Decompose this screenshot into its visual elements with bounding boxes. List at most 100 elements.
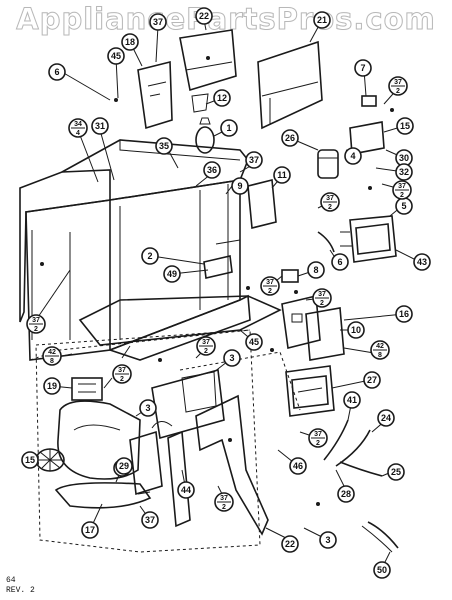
fraction-callout-37-2: 372: [392, 180, 412, 200]
control-board: [281, 295, 321, 349]
callout-21: 21: [313, 11, 331, 29]
callout-16: 16: [395, 305, 413, 323]
fraction-callout-37-2: 372: [388, 76, 408, 96]
svg-text:29: 29: [119, 461, 129, 471]
svg-text:18: 18: [125, 37, 135, 47]
svg-text:44: 44: [181, 485, 191, 495]
callout-41: 41: [343, 391, 361, 409]
callout-37c: 37: [141, 511, 159, 529]
callout-49: 49: [163, 265, 181, 283]
callout-31: 31: [91, 117, 109, 135]
callout-3a: 3: [223, 349, 241, 367]
lamp-bulb: [195, 126, 215, 154]
callout-4: 4: [344, 147, 362, 165]
top-cover-21: [257, 40, 323, 130]
svg-text:22: 22: [199, 11, 209, 21]
svg-text:37: 37: [118, 367, 126, 374]
cabinet-side-panel: [19, 169, 111, 323]
svg-text:28: 28: [341, 489, 351, 499]
fraction-callout-37-2: 372: [196, 336, 216, 356]
callout-15-fan: 15: [21, 451, 39, 469]
svg-text:6: 6: [337, 257, 342, 267]
callout-18: 18: [121, 33, 139, 51]
svg-text:3: 3: [229, 353, 234, 363]
fraction-callout-37-2: 372: [26, 314, 46, 334]
callout-27: 27: [363, 371, 381, 389]
svg-text:8: 8: [378, 352, 382, 359]
svg-text:1: 1: [226, 123, 231, 133]
revision-label: REV. 2: [6, 586, 35, 595]
callout-28: 28: [337, 485, 355, 503]
callout-11: 11: [273, 166, 291, 184]
callout-37a: 37: [149, 13, 167, 31]
svg-text:37: 37: [326, 195, 334, 202]
callout-6a: 6: [48, 63, 66, 81]
svg-text:9: 9: [237, 181, 242, 191]
svg-text:26: 26: [285, 133, 295, 143]
high-voltage-transformer: [349, 215, 397, 263]
svg-text:4: 4: [76, 130, 80, 137]
fraction-callout-37-2: 372: [312, 288, 332, 308]
svg-text:35: 35: [159, 141, 169, 151]
svg-text:5: 5: [401, 201, 406, 211]
callout-45a: 45: [107, 47, 125, 65]
svg-text:37: 37: [398, 183, 406, 190]
svg-text:6: 6: [54, 67, 59, 77]
svg-text:43: 43: [417, 257, 427, 267]
callout-37b: 37: [245, 151, 263, 169]
fan-wheel: [35, 448, 65, 472]
svg-text:42: 42: [48, 349, 56, 356]
callout-43: 43: [413, 253, 431, 271]
svg-text:2: 2: [120, 376, 124, 383]
interlock-switch: [349, 121, 385, 155]
base-plate: [78, 295, 282, 346]
fraction-callout-42-8: 428: [370, 340, 390, 360]
page-number: 64: [6, 576, 16, 585]
callout-46: 46: [289, 457, 307, 475]
wire-harness-25: [339, 461, 383, 477]
callout-3b: 3: [139, 399, 157, 417]
fraction-callout-37-2: 372: [320, 192, 340, 212]
svg-text:22: 22: [285, 539, 295, 549]
fraction-callout-34-4: 344: [68, 118, 88, 138]
fraction-callout-37-2: 372: [214, 492, 234, 512]
callout-44: 44: [177, 481, 195, 499]
svg-text:8: 8: [50, 358, 54, 365]
svg-text:2: 2: [316, 440, 320, 447]
callout-3c: 3: [319, 531, 337, 549]
svg-text:2: 2: [400, 192, 404, 199]
svg-text:2: 2: [34, 326, 38, 333]
svg-text:2: 2: [268, 288, 272, 295]
svg-text:8: 8: [313, 265, 318, 275]
svg-text:31: 31: [95, 121, 105, 131]
callout-5: 5: [395, 197, 413, 215]
capacitor: [317, 149, 339, 179]
callout-8: 8: [307, 261, 325, 279]
svg-text:25: 25: [391, 467, 401, 477]
svg-text:7: 7: [360, 63, 365, 73]
svg-text:3: 3: [325, 535, 330, 545]
svg-text:49: 49: [167, 269, 177, 279]
fraction-callout-42-8: 428: [42, 346, 62, 366]
callout-22a: 22: [195, 7, 213, 25]
thermal-cutout: [281, 269, 299, 283]
svg-text:17: 17: [85, 525, 95, 535]
svg-text:37: 37: [202, 339, 210, 346]
svg-text:11: 11: [277, 170, 287, 180]
svg-text:42: 42: [376, 343, 384, 350]
callout-24: 24: [377, 409, 395, 427]
svg-text:50: 50: [377, 565, 387, 575]
svg-text:46: 46: [293, 461, 303, 471]
svg-text:21: 21: [317, 15, 327, 25]
svg-text:37: 37: [314, 431, 322, 438]
svg-text:4: 4: [350, 151, 355, 161]
svg-text:2: 2: [204, 348, 208, 355]
svg-text:36: 36: [207, 165, 217, 175]
svg-text:45: 45: [111, 51, 121, 61]
svg-text:12: 12: [217, 93, 227, 103]
fraction-callouts: 372 372 372 372 372 372 372 372 372 372 …: [26, 76, 412, 512]
svg-text:32: 32: [399, 167, 409, 177]
svg-text:30: 30: [399, 153, 409, 163]
callout-25: 25: [387, 463, 405, 481]
svg-text:37: 37: [145, 515, 155, 525]
